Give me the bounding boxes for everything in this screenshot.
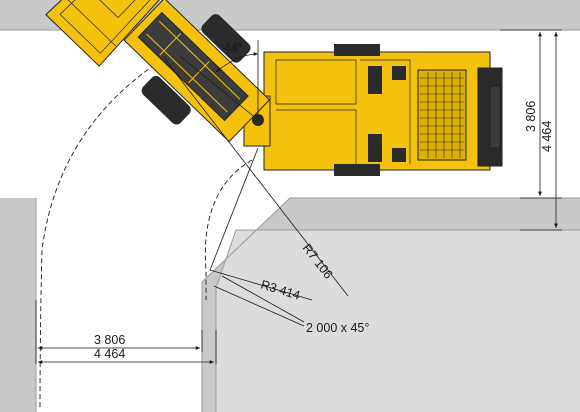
horizontal-outer-label: 4 464 bbox=[94, 347, 125, 361]
bucket bbox=[45, 0, 188, 67]
engine-grille bbox=[417, 69, 467, 161]
angle-label: 44° bbox=[224, 41, 243, 55]
corner-block-face bbox=[216, 230, 580, 412]
front-wheel-left bbox=[201, 14, 251, 63]
loader-rear-frame bbox=[243, 44, 503, 176]
inner-radius-leader bbox=[209, 147, 259, 271]
vertical-dimensions: 3 806 4 464 bbox=[500, 29, 562, 231]
horizontal-dimensions: 3 806 4 464 bbox=[35, 300, 217, 364]
chamfer-label: 2 000 x 45° bbox=[306, 321, 369, 335]
rear-wheel-top bbox=[334, 44, 380, 56]
width-outer-label: 4 464 bbox=[540, 121, 554, 152]
chamfer-leader-1 bbox=[221, 275, 305, 323]
rear-wheel-bottom bbox=[334, 164, 380, 176]
width-inner-label: 3 806 bbox=[524, 101, 538, 132]
horizontal-inner-label: 3 806 bbox=[94, 333, 125, 347]
front-wheel-right bbox=[141, 76, 191, 125]
outer-radius-leader bbox=[163, 57, 349, 297]
left-wall bbox=[0, 198, 36, 412]
articulation-angle: 44° bbox=[179, 40, 259, 121]
chamfer-leader-2 bbox=[213, 285, 305, 327]
